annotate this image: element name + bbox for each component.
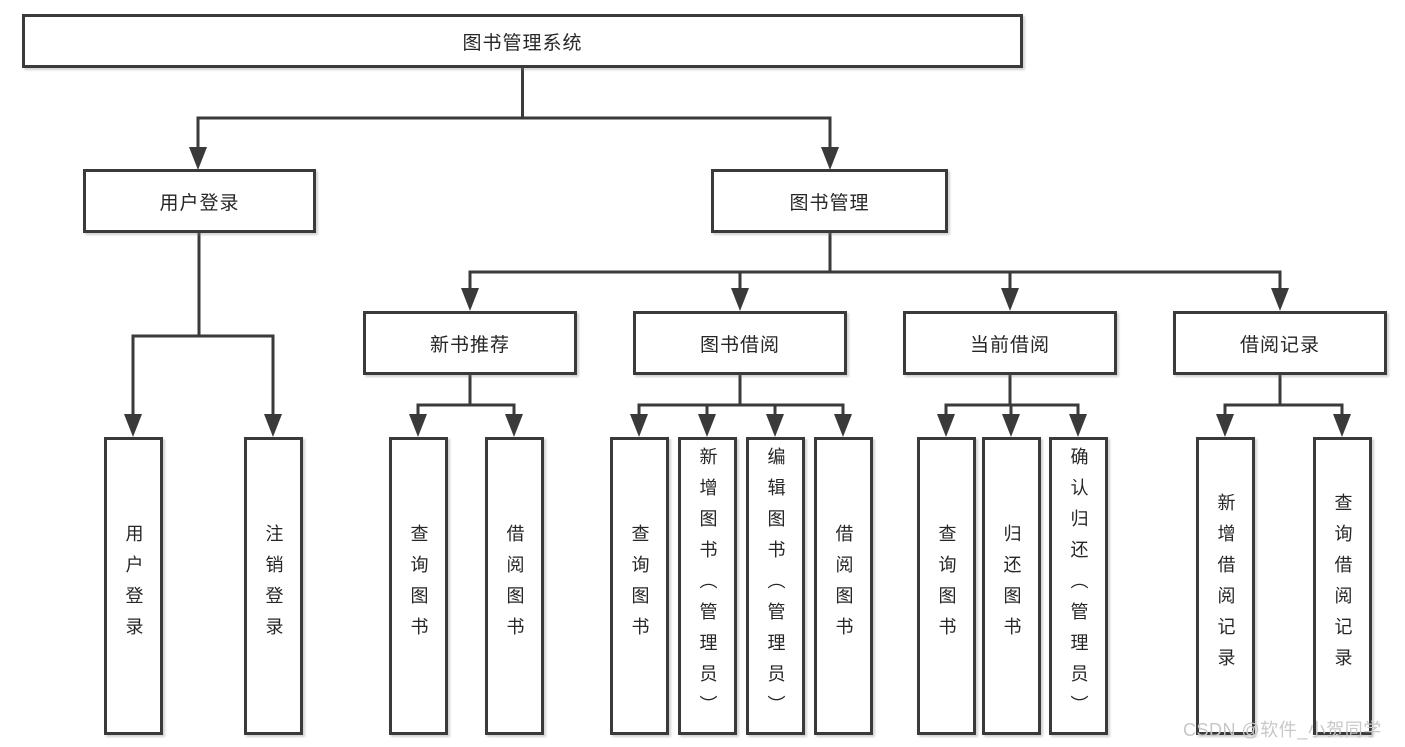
leaf-query-books-borrowing: 查询图书: [610, 437, 669, 735]
leaf-add-book-admin: 新增图书（管理员）: [678, 437, 737, 735]
leaf-add-borrow-record: 新增借阅记录: [1196, 437, 1255, 735]
leaf-edit-book-admin-label: 编辑图书（管理员）: [765, 446, 786, 726]
leaf-query-books-current: 查询图书: [917, 437, 976, 735]
leaf-query-books-recommend: 查询图书: [389, 437, 448, 735]
leaf-confirm-return-admin: 确认归还（管理员）: [1049, 437, 1108, 735]
leaf-borrow-books-recommend: 借阅图书: [485, 437, 544, 735]
node-book-borrowing-label: 图书借阅: [699, 334, 780, 356]
leaf-confirm-return-admin-label: 确认归还（管理员）: [1068, 446, 1089, 726]
node-current-borrowing: 当前借阅: [903, 311, 1117, 375]
node-root: 图书管理系统: [22, 14, 1023, 68]
leaf-edit-book-admin: 编辑图书（管理员）: [746, 437, 805, 735]
leaf-return-books-label: 归还图书: [1001, 524, 1022, 648]
leaf-borrow-books-borrowing-label: 借阅图书: [833, 524, 854, 648]
node-new-book-recommend-label: 新书推荐: [429, 334, 510, 356]
leaf-query-books-borrowing-label: 查询图书: [629, 524, 650, 648]
leaf-borrow-books-borrowing: 借阅图书: [814, 437, 873, 735]
leaf-query-borrow-record: 查询借阅记录: [1313, 437, 1372, 735]
node-book-borrowing: 图书借阅: [633, 311, 847, 375]
node-borrowing-records-label: 借阅记录: [1239, 334, 1320, 356]
node-book-management: 图书管理: [711, 169, 948, 233]
node-user-login: 用户登录: [83, 169, 316, 233]
leaf-query-books-recommend-label: 查询图书: [408, 524, 429, 648]
node-borrowing-records: 借阅记录: [1173, 311, 1387, 375]
leaf-add-borrow-record-label: 新增借阅记录: [1215, 493, 1236, 679]
leaf-logout: 注销登录: [244, 437, 303, 735]
leaf-user-login-label: 用户登录: [123, 524, 144, 648]
node-current-borrowing-label: 当前借阅: [969, 334, 1050, 356]
leaf-query-borrow-record-label: 查询借阅记录: [1332, 493, 1353, 679]
leaf-logout-label: 注销登录: [263, 524, 284, 648]
node-root-label: 图书管理系统: [462, 32, 583, 54]
leaf-user-login: 用户登录: [104, 437, 163, 735]
leaf-return-books: 归还图书: [982, 437, 1041, 735]
node-new-book-recommend: 新书推荐: [363, 311, 577, 375]
leaf-borrow-books-recommend-label: 借阅图书: [504, 524, 525, 648]
leaf-add-book-admin-label: 新增图书（管理员）: [697, 446, 718, 726]
csdn-watermark: CSDN @软件_小贺同学: [1183, 720, 1382, 740]
node-book-management-label: 图书管理: [789, 192, 870, 214]
node-user-login-label: 用户登录: [159, 192, 240, 214]
leaf-query-books-current-label: 查询图书: [936, 524, 957, 648]
